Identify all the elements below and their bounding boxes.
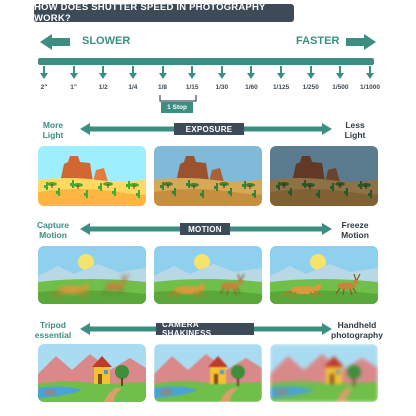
savanna-scene-image — [154, 246, 262, 304]
tick-arrow-icon — [305, 66, 317, 85]
desert-scene-image — [270, 146, 378, 206]
exposure-panel-bright — [38, 146, 146, 206]
speed-label: 1/250 — [302, 84, 319, 91]
speed-label: 1/15 — [185, 84, 199, 91]
shake-right-line1: Handheld — [337, 320, 377, 330]
savanna-scene-image — [38, 246, 146, 304]
exposure-panel-dark — [270, 146, 378, 206]
tick-arrow-icon — [68, 66, 80, 85]
motion-label: MOTION — [180, 223, 230, 235]
shutter-speed-scale — [38, 58, 374, 65]
left-arrow-icon — [40, 34, 70, 50]
exposure-right-line1: Less — [345, 120, 365, 130]
faster-label: FASTER — [296, 35, 340, 47]
shake-left-line1: Tripod — [40, 320, 66, 330]
speed-label: 1/30 — [215, 84, 229, 91]
slower-label: SLOWER — [82, 35, 131, 47]
exposure-right-line2: Light — [344, 130, 366, 140]
speed-label: 2" — [40, 84, 48, 91]
shake-panel-tripod — [38, 344, 146, 402]
village-scene-image — [38, 344, 146, 402]
tick-arrow-icon — [364, 66, 376, 85]
motion-right-line1: Freeze — [341, 220, 369, 230]
tick-arrow-icon — [157, 66, 169, 85]
shake-label: CAMERA SHAKINESS — [156, 320, 254, 338]
shake-panel-mid — [154, 344, 262, 402]
speed-label: 1/4 — [128, 84, 138, 91]
exposure-left-label: More Light — [22, 120, 84, 140]
speed-label: 1/1000 — [360, 84, 380, 91]
motion-left-label: Capture Motion — [22, 220, 84, 240]
motion-panel-blurred — [38, 246, 146, 304]
speed-label: 1/2 — [98, 84, 108, 91]
tick-arrow-icon — [38, 66, 50, 85]
tick-arrow-icon — [275, 66, 287, 85]
exposure-left-line2: Light — [42, 130, 64, 140]
stop-bracket-icon — [159, 95, 197, 102]
shake-left-line2: essential — [34, 330, 72, 340]
tick-arrow-icon — [97, 66, 109, 85]
motion-left-line1: Capture — [36, 220, 70, 230]
tick-arrow-icon — [127, 66, 139, 85]
one-stop-badge: 1 Stop — [161, 102, 193, 113]
right-arrow-icon — [346, 34, 376, 50]
desert-scene-image — [154, 146, 262, 206]
motion-left-line2: Motion — [39, 230, 67, 240]
village-scene-image — [270, 344, 378, 402]
speed-label: 1/8 — [158, 84, 168, 91]
exposure-right-label: Less Light — [324, 120, 386, 140]
speed-label: 1/500 — [332, 84, 349, 91]
speed-label: 1/125 — [272, 84, 290, 91]
exposure-panel-normal — [154, 146, 262, 206]
shake-panel-handheld — [270, 344, 378, 402]
tick-arrow-icon — [245, 66, 257, 85]
shake-left-label: Tripod essential — [22, 320, 84, 340]
motion-panel-medium — [154, 246, 262, 304]
tick-arrow-icon — [216, 66, 228, 85]
motion-panel-frozen — [270, 246, 378, 304]
tick-arrow-icon — [334, 66, 346, 85]
motion-right-line2: Motion — [341, 230, 369, 240]
exposure-left-line1: More — [42, 120, 64, 130]
shake-right-line2: photography — [331, 330, 383, 340]
exposure-label: EXPOSURE — [174, 123, 244, 135]
page-title: HOW DOES SHUTTER SPEED IN PHOTOGRAPHY WO… — [34, 2, 294, 24]
desert-scene-image — [38, 146, 146, 206]
speed-label: 1" — [70, 84, 77, 91]
shake-right-label: Handheld photography — [324, 320, 390, 340]
direction-row: SLOWER FASTER — [40, 34, 376, 50]
tick-arrow-icon — [186, 66, 198, 85]
motion-right-label: Freeze Motion — [324, 220, 386, 240]
village-scene-image — [154, 344, 262, 402]
savanna-scene-image — [270, 246, 378, 304]
speed-label: 1/60 — [245, 84, 258, 91]
